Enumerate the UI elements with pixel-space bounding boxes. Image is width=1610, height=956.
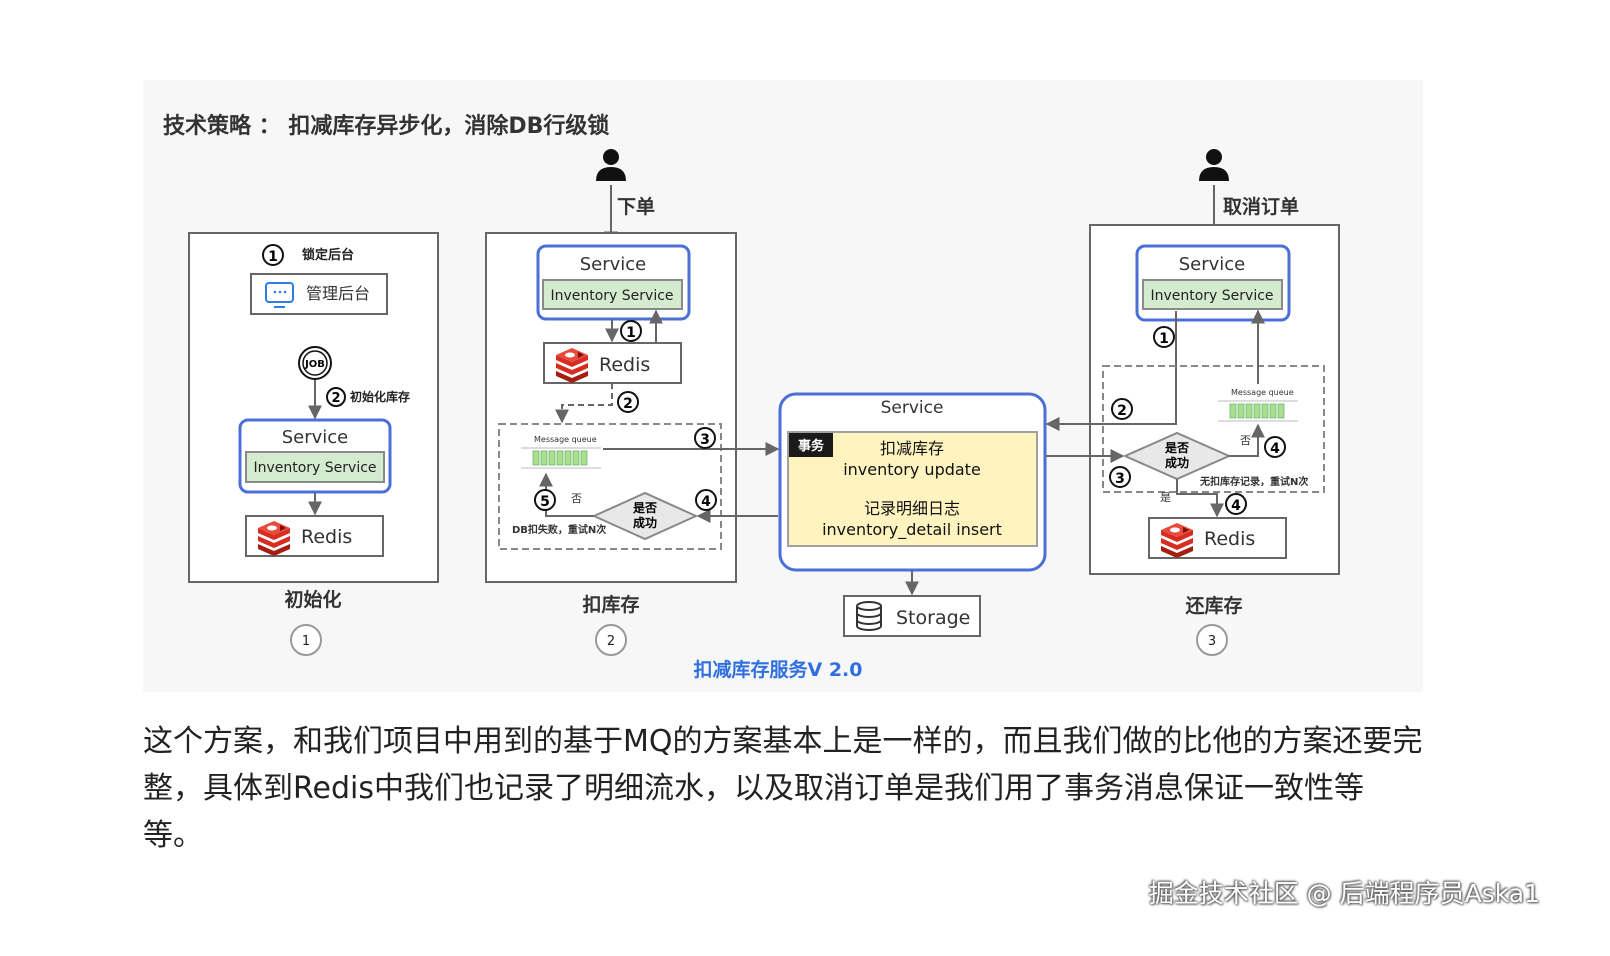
svg-text:成功: 成功 bbox=[1165, 455, 1189, 470]
architecture-diagram: 技术策略 ： 扣减库存异步化，消除DB行级锁 1 锁定后台 管理后台 JOB 2… bbox=[163, 113, 1340, 681]
restore-service-title: Service bbox=[1179, 254, 1246, 275]
database-icon bbox=[856, 601, 882, 631]
svg-text:5: 5 bbox=[540, 494, 550, 510]
redis-to-mq-dashed bbox=[555, 383, 613, 424]
figure-caption: 扣减库存服务V 2.0 bbox=[694, 658, 863, 681]
decision-to-redis-arrow bbox=[1176, 479, 1224, 518]
svg-text:2: 2 bbox=[331, 391, 340, 406]
admin-label: 管理后台 bbox=[306, 284, 370, 303]
restore-panel-number: 3 bbox=[1196, 624, 1228, 656]
job-icon: JOB bbox=[298, 346, 332, 380]
svg-text:事务: 事务 bbox=[798, 438, 825, 454]
article-paragraph: 这个方案，和我们项目中用到的基于MQ的方案基本上是一样的，而且我们做的比他的方案… bbox=[143, 724, 1423, 853]
deduct-panel-label: 扣库存 bbox=[582, 593, 639, 616]
svg-text:4: 4 bbox=[1231, 498, 1241, 514]
svg-text:1: 1 bbox=[1159, 331, 1169, 347]
lock-admin-label: 锁定后台 bbox=[302, 247, 354, 263]
restore-service-to-central bbox=[1045, 311, 1177, 431]
deduct-step-4-marker: 4 bbox=[695, 489, 717, 511]
tx-line-3: 记录明细日志 bbox=[864, 499, 960, 518]
restore-step-4-bottom-marker: 4 bbox=[1225, 493, 1247, 515]
svg-text:Inventory Service: Inventory Service bbox=[550, 288, 673, 304]
tx-line-2: inventory update bbox=[843, 460, 981, 479]
svg-text:4: 4 bbox=[701, 494, 711, 510]
step-2-marker: 2 bbox=[326, 387, 346, 407]
restore-step-4-top-marker: 4 bbox=[1264, 436, 1286, 458]
init-inventory-label: 初始化库存 bbox=[350, 389, 410, 404]
svg-text:1: 1 bbox=[626, 325, 636, 341]
svg-text:3: 3 bbox=[700, 432, 710, 448]
restore-mq-label: Message queue bbox=[1231, 388, 1294, 397]
admin-box bbox=[250, 273, 388, 315]
transaction-badge bbox=[789, 433, 833, 457]
svg-text:JOB: JOB bbox=[304, 359, 325, 370]
init-inventory-service bbox=[245, 451, 385, 483]
init-service-title: Service bbox=[282, 427, 349, 448]
cancel-order-label: 取消订单 bbox=[1223, 195, 1299, 218]
init-redis-label: Redis bbox=[301, 526, 352, 548]
restore-yes-label: 是 bbox=[1160, 491, 1171, 504]
svg-text:3: 3 bbox=[1115, 471, 1125, 487]
deduct-panel-number: 2 bbox=[595, 624, 627, 656]
init-panel-number: 1 bbox=[290, 624, 322, 656]
restore-redis-label: Redis bbox=[1204, 528, 1255, 550]
deduct-step-1-marker: 1 bbox=[620, 320, 642, 342]
svg-text:1: 1 bbox=[268, 249, 278, 265]
init-panel-label: 初始化 bbox=[284, 588, 341, 611]
restore-async-zone bbox=[1102, 365, 1325, 493]
deduct-inventory-service bbox=[542, 279, 683, 310]
deduct-step-3-marker: 3 bbox=[694, 427, 716, 449]
order-label: 下单 bbox=[617, 195, 655, 218]
svg-text:2: 2 bbox=[1117, 403, 1127, 419]
restore-step-2-marker: 2 bbox=[1111, 398, 1133, 420]
decision-to-mq-arrow bbox=[1229, 423, 1265, 457]
central-service-title: Service bbox=[881, 398, 944, 418]
restore-step-3-marker: 3 bbox=[1109, 466, 1131, 488]
figure-title: 技术策略 ： 扣减库存异步化，消除DB行级锁 bbox=[163, 113, 609, 139]
svg-text:2: 2 bbox=[607, 634, 615, 649]
svg-text:4: 4 bbox=[1270, 441, 1280, 457]
deduct-step-2-marker: 2 bbox=[617, 391, 639, 413]
svg-text:3: 3 bbox=[1208, 634, 1216, 649]
db-fail-note: DB扣失败，重试N次 bbox=[512, 523, 606, 536]
restore-panel-label: 还库存 bbox=[1184, 594, 1242, 617]
deduct-async-zone bbox=[498, 423, 722, 550]
storage-label: Storage bbox=[896, 607, 970, 629]
svg-text:1: 1 bbox=[302, 634, 310, 649]
svg-text:成功: 成功 bbox=[633, 515, 657, 530]
deduct-service-title: Service bbox=[580, 254, 647, 275]
deduct-mq-label: Message queue bbox=[534, 435, 597, 444]
svg-text:Inventory Service: Inventory Service bbox=[1150, 288, 1273, 304]
restore-inventory-service bbox=[1142, 279, 1283, 310]
deduct-no-label: 否 bbox=[571, 492, 582, 505]
svg-text:Inventory Service: Inventory Service bbox=[253, 460, 376, 476]
restore-no-label: 否 bbox=[1240, 434, 1251, 447]
no-record-retry-note: 无扣库存记录，重试N次 bbox=[1199, 475, 1308, 488]
retry-arrow bbox=[539, 472, 594, 517]
svg-text:是否: 是否 bbox=[632, 501, 657, 515]
deduct-decision bbox=[591, 491, 699, 541]
svg-text:2: 2 bbox=[623, 396, 633, 412]
svg-text:是否: 是否 bbox=[1164, 441, 1189, 455]
site-watermark: 掘金技术社区 @ 后端程序员Aska1 bbox=[1148, 879, 1540, 908]
step-1-marker: 1 bbox=[262, 244, 284, 266]
tx-line-4: inventory_detail insert bbox=[822, 520, 1002, 540]
deduct-redis-label: Redis bbox=[599, 354, 650, 376]
deduct-step-5-marker: 5 bbox=[534, 489, 556, 511]
monitor-icon bbox=[265, 282, 294, 308]
tx-line-1: 扣减库存 bbox=[880, 439, 944, 458]
restore-step-1-marker: 1 bbox=[1153, 326, 1175, 348]
